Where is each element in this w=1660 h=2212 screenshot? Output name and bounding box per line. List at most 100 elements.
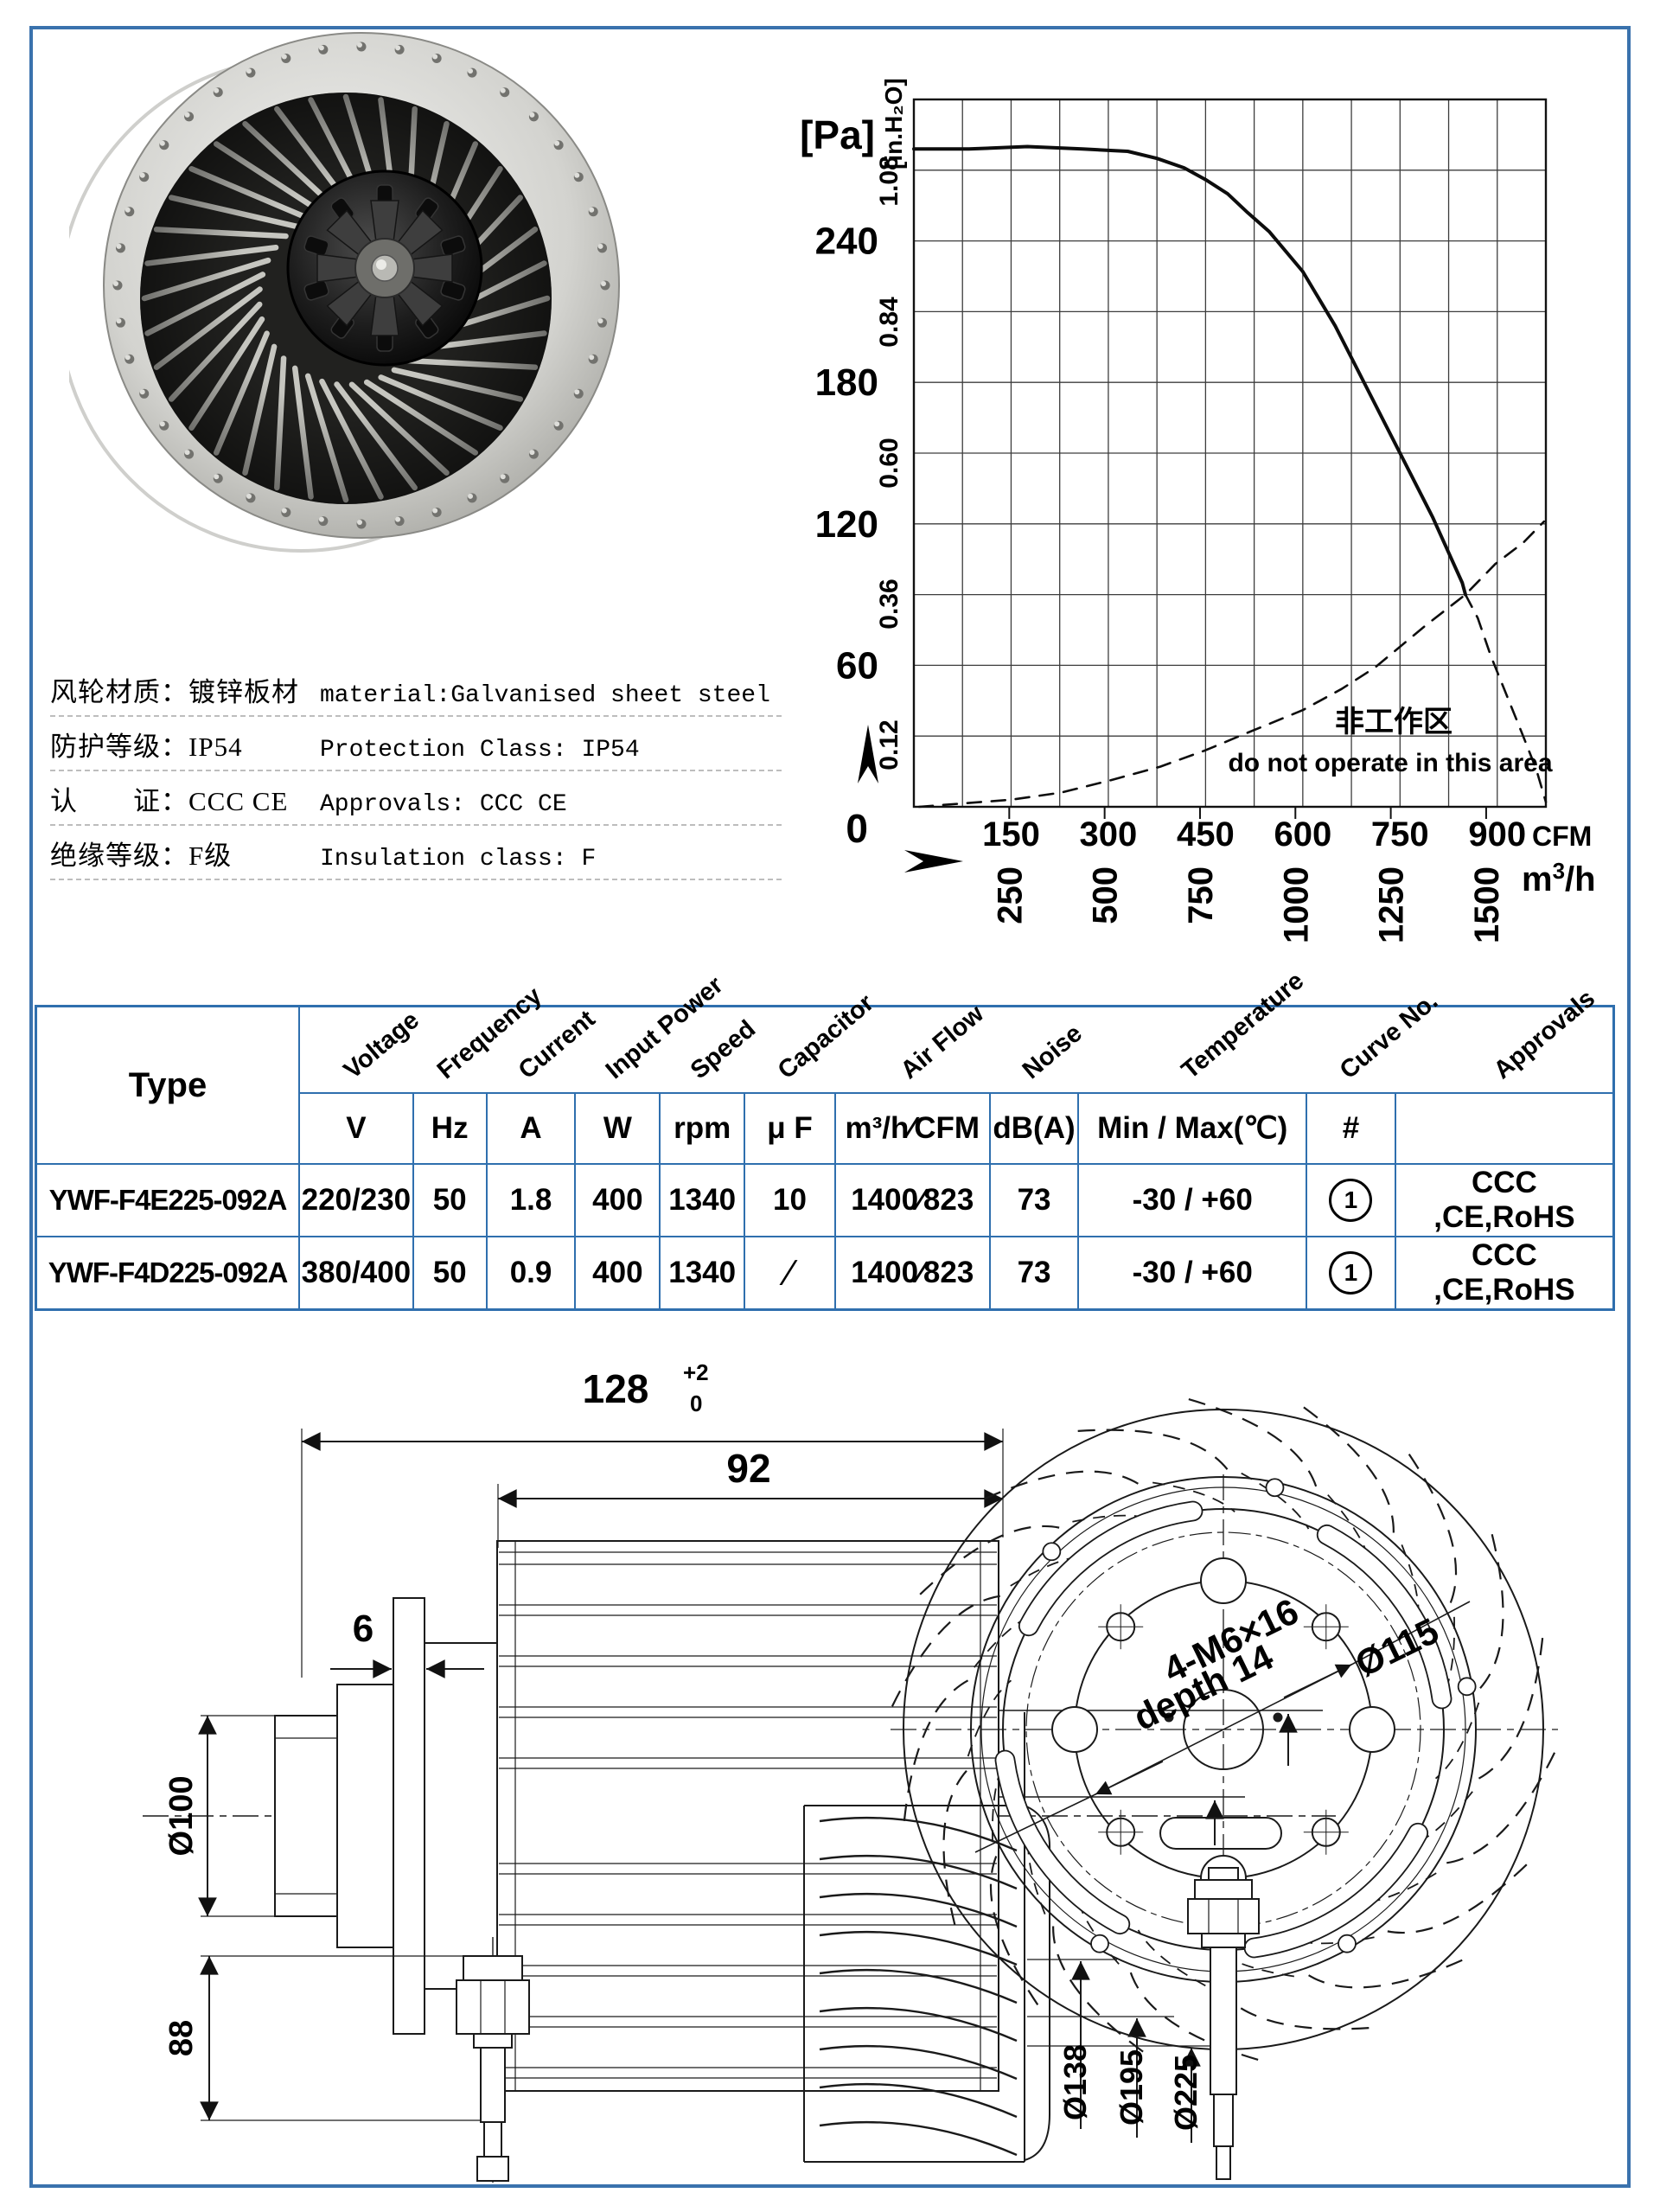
spec-zh: 防护等级：IP54 — [50, 732, 243, 762]
cell-r1-c0: YWF-F4D225-092A — [35, 1236, 300, 1311]
svg-text:250: 250 — [991, 866, 1029, 924]
reference-circle — [1025, 1531, 1421, 1928]
page-border — [29, 26, 1631, 2188]
unit-cell-3: W — [574, 1092, 661, 1165]
performance-chart: [Pa][in.H₂O]2401801206001.080.840.600.36… — [800, 78, 1596, 943]
cell-r0-c10: 1 — [1306, 1163, 1396, 1237]
unit-cell-8: Min / Max(℃) — [1077, 1092, 1308, 1165]
cell-r0-c0: YWF-F4E225-092A — [35, 1163, 300, 1237]
svg-text:1500: 1500 — [1468, 866, 1506, 943]
svg-text:750: 750 — [1371, 815, 1429, 853]
rotated-header-voltage: Voltage — [338, 1006, 425, 1085]
cell-r0-c8: 73 — [988, 1163, 1080, 1237]
side-view-labels: 128 +2 0 92 6 Ø100 88 Ø138 Ø195 Ø225 — [163, 1359, 1204, 2131]
rear-cable — [1210, 1947, 1237, 2095]
svg-text:do not operate in this area: do not operate in this area — [1228, 749, 1552, 777]
unit-cell-0: V — [297, 1092, 414, 1165]
svg-text:0.36: 0.36 — [875, 579, 903, 629]
svg-text:150: 150 — [982, 815, 1040, 853]
svg-text:750: 750 — [1182, 866, 1220, 924]
rotated-header-air-flow: Air Flow — [895, 1000, 989, 1085]
spec-en: Insulation class: F — [320, 846, 597, 873]
inlet-mouth — [274, 1715, 338, 1917]
svg-text:240: 240 — [815, 221, 878, 263]
cell-r0-c1: 220/230 — [297, 1163, 414, 1237]
fan-performance-curve — [912, 144, 1467, 597]
svg-text:1.08: 1.08 — [875, 156, 903, 206]
dim-100-label: Ø100 — [163, 1776, 200, 1857]
arc-slots — [994, 1500, 1452, 1959]
rotated-header-noise: Noise — [1017, 1019, 1088, 1085]
flange-spacer — [424, 1642, 498, 1990]
spec-row-1: 防护等级：IP54 Protection Class: IP54 — [50, 717, 782, 771]
cell-r0-c7: 1400∕823 — [833, 1163, 991, 1237]
svg-text:0.84: 0.84 — [875, 297, 903, 348]
y-axis-arrow — [858, 725, 878, 783]
cell-r1-c6: ∕ — [744, 1236, 836, 1311]
cell-r1-c9: -30 / +60 — [1077, 1236, 1308, 1311]
svg-text:900: 900 — [1468, 815, 1526, 853]
motor-housing — [496, 1540, 999, 2092]
spec-zh: 绝缘等级：F级 — [50, 841, 233, 871]
dim-115-arrow-left — [1095, 1761, 1164, 1795]
dim-128-tol-zero: 0 — [690, 1390, 702, 1416]
spec-row-2: 认 证：CCC CE Approvals: CCC CE — [50, 771, 782, 826]
unit-cell-10 — [1394, 1092, 1615, 1165]
rear-view-drawing — [891, 1398, 1558, 2180]
svg-text:120: 120 — [815, 503, 878, 546]
dim-138-label: Ø138 — [1057, 2044, 1093, 2120]
cell-r0-c3: 1.8 — [485, 1163, 577, 1237]
cell-r0-c2: 50 — [412, 1163, 488, 1237]
cell-r0-c11: CCC ,CE,RoHS — [1394, 1163, 1615, 1237]
spec-row-3: 绝缘等级：F级 Insulation class: F — [50, 826, 782, 880]
svg-text:CFM: CFM — [1532, 821, 1592, 852]
dim-195-label: Ø195 — [1114, 2049, 1149, 2126]
cell-r1-c5: 1340 — [659, 1236, 746, 1311]
svg-text:1000: 1000 — [1277, 866, 1315, 943]
impeller-blade-section — [819, 1816, 1018, 2157]
dim-88-label: 88 — [163, 2020, 200, 2056]
cell-r1-c4: 400 — [574, 1236, 661, 1311]
svg-text:[Pa]: [Pa] — [800, 112, 875, 157]
spec-en: Approvals: CCC CE — [320, 791, 567, 818]
cell-r1-c11: CCC ,CE,RoHS — [1394, 1236, 1615, 1311]
chart-grid — [914, 99, 1546, 807]
flange-plate — [393, 1597, 425, 2035]
operation-boundary — [917, 520, 1546, 809]
unit-cell-5: μ F — [744, 1092, 836, 1165]
svg-text:0.12: 0.12 — [875, 719, 903, 770]
rotated-header-speed: Speed — [685, 1014, 762, 1085]
dim-6-label: 6 — [353, 1608, 374, 1650]
spec-en: Protection Class: IP54 — [320, 737, 640, 764]
bolt-holes — [1098, 1604, 1349, 1855]
motor-spokes — [316, 200, 453, 336]
dim-128-label: 128 — [583, 1366, 649, 1411]
cell-r1-c1: 380/400 — [297, 1236, 414, 1311]
cell-r1-c8: 73 — [988, 1236, 1080, 1311]
side-view-drawing — [143, 1429, 1336, 2183]
spec-zh: 认 证：CCC CE — [50, 786, 289, 816]
svg-text:180: 180 — [815, 361, 878, 404]
svg-text:60: 60 — [836, 644, 878, 687]
svg-text:0: 0 — [846, 806, 868, 851]
cell-r1-c3: 0.9 — [485, 1236, 577, 1311]
power-cable — [480, 2047, 506, 2123]
flange-holes — [1042, 1478, 1477, 1953]
unit-cell-6: m³/h∕CFM — [833, 1092, 991, 1165]
unit-cell-4: rpm — [659, 1092, 746, 1165]
col-header-type: Type — [35, 1006, 300, 1164]
m3h-unit: m3/h — [1522, 858, 1596, 898]
impeller-shroud-lip — [1024, 1805, 1050, 2161]
unit-cell-1: Hz — [412, 1092, 488, 1165]
spec-en: material:Galvanised sheet steel — [320, 682, 770, 709]
dim-128-tol-plus: +2 — [683, 1359, 709, 1385]
product-photo — [69, 32, 620, 553]
rear-view-labels: 4-M6×16 depth 14 Ø115 — [1127, 1590, 1445, 1738]
terminal-slot — [1159, 1817, 1282, 1850]
